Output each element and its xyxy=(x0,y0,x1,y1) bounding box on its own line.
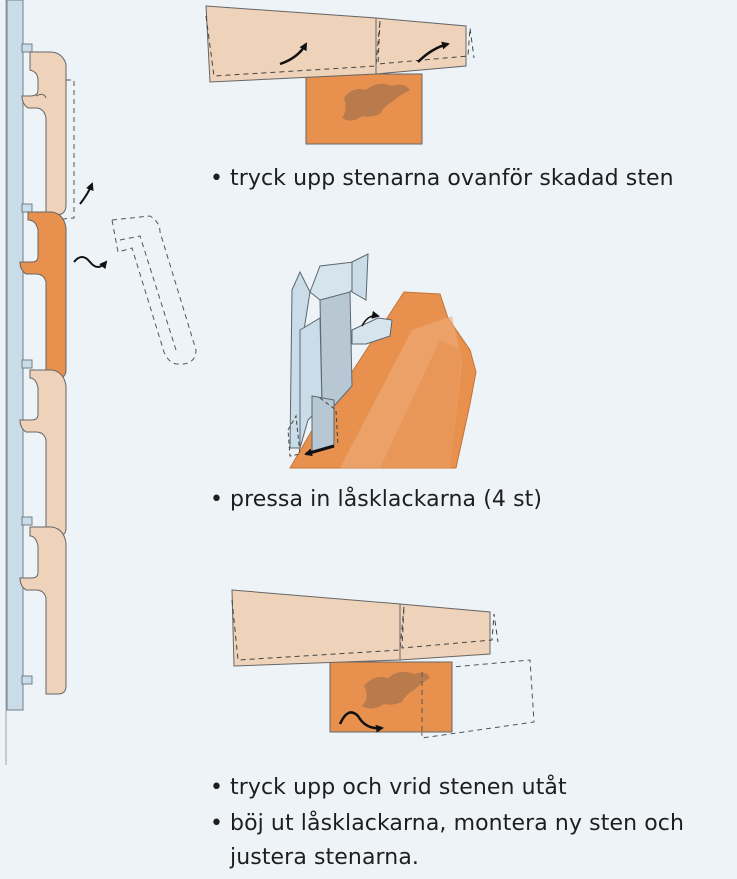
press-in-arrow xyxy=(304,444,335,457)
rotate-out-arrow-2 xyxy=(338,711,384,733)
caption-step3b-line2: justera stenarna. xyxy=(230,845,420,870)
tilt-up-arrow xyxy=(79,182,94,205)
damaged-stone-2 xyxy=(329,661,453,733)
caption-step1-text: tryck upp stenarna ovanför skadad sten xyxy=(230,166,674,191)
side-stone-damaged xyxy=(19,211,67,379)
push-up-arrow-right xyxy=(417,41,450,63)
rotate-out-arrow xyxy=(73,256,108,270)
side-stone-4 xyxy=(19,526,67,695)
side-view-wall xyxy=(5,0,33,765)
upper-stone-right xyxy=(375,17,467,75)
caption-step1: •tryck upp stenarna ovanför skadad sten xyxy=(210,165,674,193)
bullet: • xyxy=(210,166,224,191)
caption-step2: •pressa in låsklackarna (4 st) xyxy=(210,486,542,514)
step1-illustration xyxy=(205,5,475,145)
caption-step2-text: pressa in låsklackarna (4 st) xyxy=(230,487,543,512)
side-stone-top xyxy=(21,51,75,221)
wall-panel xyxy=(6,0,24,711)
removed-stone-outline xyxy=(111,215,197,365)
upper-stone-left xyxy=(205,5,377,83)
caption-step3b-line1: böj ut låsklackarna, montera ny sten och xyxy=(230,811,685,836)
caption-step3a: •tryck upp och vrid stenen utåt xyxy=(210,774,567,802)
caption-step3a-text: tryck upp och vrid stenen utåt xyxy=(230,775,567,800)
push-up-arrow-left xyxy=(279,42,308,66)
locking-bracket xyxy=(289,253,393,453)
small-tab-arrow xyxy=(361,310,380,327)
caption-step3b: •böj ut låsklackarna, montera ny sten oc… xyxy=(210,810,684,838)
step2-illustration xyxy=(287,253,477,469)
step3-illustration xyxy=(231,589,535,739)
bullet: • xyxy=(210,487,224,512)
bullet: • xyxy=(210,811,224,836)
side-stone-3 xyxy=(19,369,67,537)
bullet: • xyxy=(210,775,224,800)
caption-step3b-cont: justera stenarna. xyxy=(230,844,419,872)
damage-mark xyxy=(342,83,410,121)
